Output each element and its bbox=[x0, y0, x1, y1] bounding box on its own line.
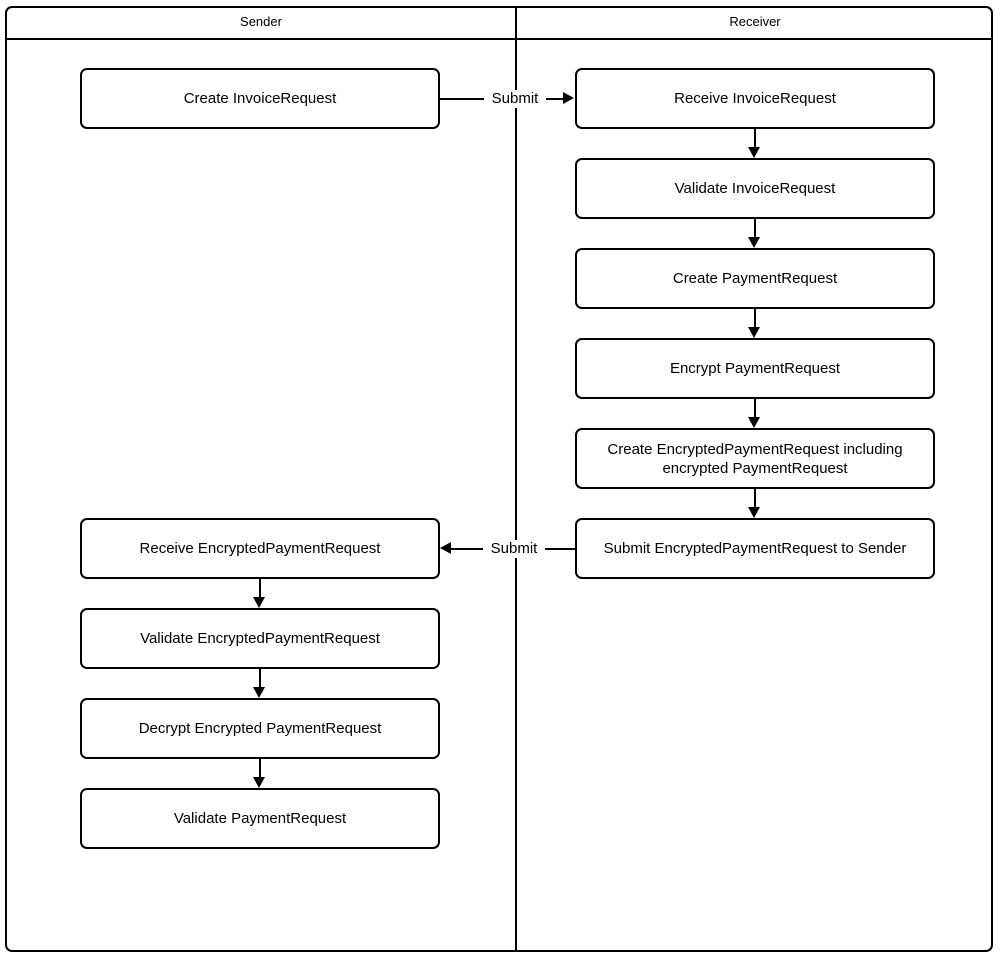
node-create-encryptedpaymentrequest[interactable]: Create EncryptedPaymentRequest including… bbox=[575, 428, 935, 489]
node-decrypt-encrypted-paymentrequest[interactable]: Decrypt Encrypted PaymentRequest bbox=[80, 698, 440, 759]
edge-n6-n7-line bbox=[754, 489, 756, 508]
node-validate-invoicerequest[interactable]: Validate InvoiceRequest bbox=[575, 158, 935, 219]
node-validate-encryptedpaymentrequest[interactable]: Validate EncryptedPaymentRequest bbox=[80, 608, 440, 669]
node-create-invoicerequest[interactable]: Create InvoiceRequest bbox=[80, 68, 440, 129]
edge-submit-epr-line-left bbox=[451, 548, 487, 550]
node-encrypt-paymentrequest[interactable]: Encrypt PaymentRequest bbox=[575, 338, 935, 399]
edge-submit-invoice-line-left bbox=[440, 98, 488, 100]
edge-label-submit-invoice: Submit bbox=[484, 90, 546, 108]
lane-divider bbox=[515, 6, 517, 952]
lane-title-receiver: Receiver bbox=[729, 14, 781, 29]
node-submit-encryptedpaymentrequest-to-sender[interactable]: Submit EncryptedPaymentRequest to Sender bbox=[575, 518, 935, 579]
edge-n10-n11-arrowhead-icon bbox=[253, 777, 265, 788]
edge-n5-n6-arrowhead-icon bbox=[748, 417, 760, 428]
edge-n10-n11-line bbox=[259, 759, 261, 778]
edge-submit-invoice-arrowhead-icon bbox=[563, 92, 574, 104]
edge-label-submit-epr: Submit bbox=[483, 540, 545, 558]
edge-n9-n10-arrowhead-icon bbox=[253, 687, 265, 698]
edge-n3-n4-line bbox=[754, 219, 756, 238]
edge-n3-n4-arrowhead-icon bbox=[748, 237, 760, 248]
edge-submit-epr-arrowhead-icon bbox=[440, 542, 451, 554]
lane-title-sender: Sender bbox=[240, 14, 282, 29]
edge-n9-n10-line bbox=[259, 669, 261, 688]
edge-n8-n9-arrowhead-icon bbox=[253, 597, 265, 608]
edge-n2-n3-arrowhead-icon bbox=[748, 147, 760, 158]
edge-n5-n6-line bbox=[754, 399, 756, 418]
edge-n2-n3-line bbox=[754, 129, 756, 148]
node-receive-encryptedpaymentrequest[interactable]: Receive EncryptedPaymentRequest bbox=[80, 518, 440, 579]
lane-header-separator bbox=[5, 38, 993, 40]
edge-submit-invoice-line-right bbox=[542, 98, 564, 100]
node-create-paymentrequest[interactable]: Create PaymentRequest bbox=[575, 248, 935, 309]
edge-n6-n7-arrowhead-icon bbox=[748, 507, 760, 518]
edge-n4-n5-arrowhead-icon bbox=[748, 327, 760, 338]
edge-n4-n5-line bbox=[754, 309, 756, 328]
edge-n8-n9-line bbox=[259, 579, 261, 598]
node-validate-paymentrequest[interactable]: Validate PaymentRequest bbox=[80, 788, 440, 849]
edge-submit-epr-line-right bbox=[541, 548, 575, 550]
node-receive-invoicerequest[interactable]: Receive InvoiceRequest bbox=[575, 68, 935, 129]
